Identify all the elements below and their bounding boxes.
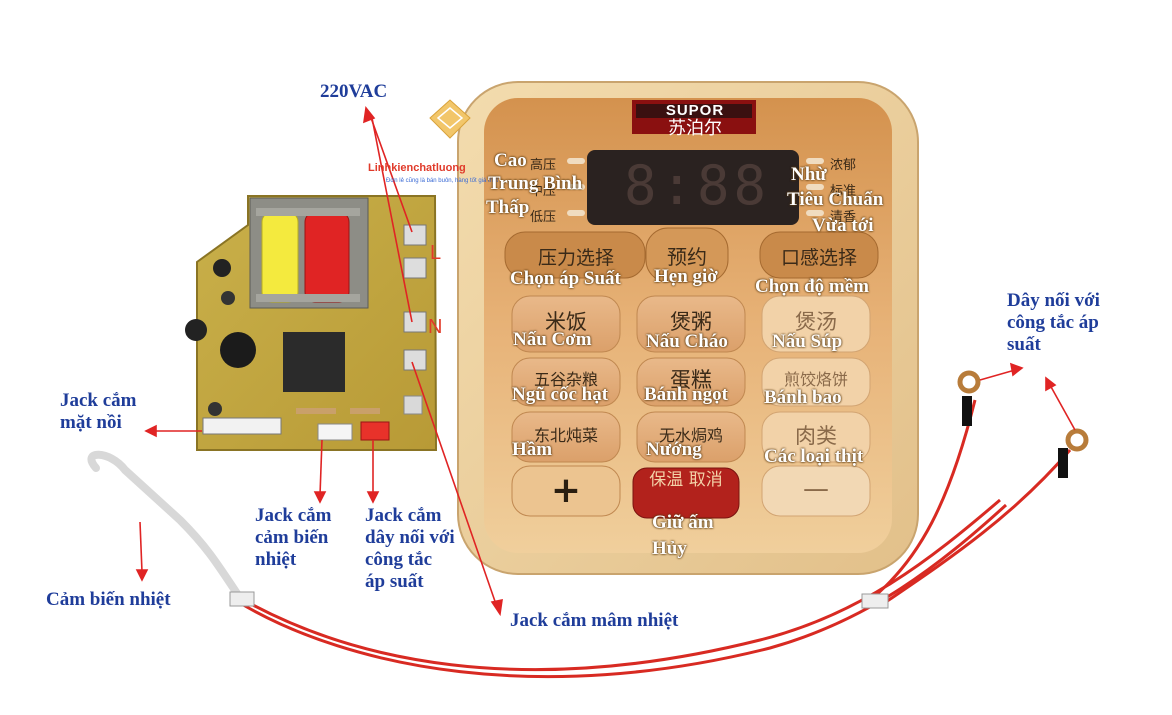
label-ham: Hầm	[512, 439, 553, 460]
label-nau-sup: Nấu Súp	[772, 331, 843, 352]
rice-button[interactable]: 米饭	[545, 310, 587, 334]
display-digits: 8:88	[623, 154, 771, 217]
label-sensor: Cảm biến nhiệt	[46, 589, 171, 610]
cake-button[interactable]: 蛋糕	[670, 368, 712, 392]
cn-taste-thick: 浓郁	[830, 158, 857, 173]
meat-button[interactable]: 肉类	[795, 424, 837, 448]
cn-taste-fragrant: 清香	[830, 210, 857, 225]
brand-logo-latin: SUPOR	[665, 102, 725, 119]
label-face-jack: Jack cắm mặt nồi	[60, 390, 137, 433]
label-nau-chao: Nấu Cháo	[646, 331, 728, 352]
taste-select-button[interactable]: 口感选择	[780, 247, 857, 269]
label-pressure-wire: Dây nối với công tắc áp suất	[1007, 290, 1100, 355]
preset-button[interactable]: 预约	[667, 245, 707, 269]
label-hen-gio: Hẹn giờ	[654, 266, 718, 287]
keep-warm-cancel-button[interactable]: 保温 取消	[649, 470, 723, 490]
label-cao: Cao	[494, 150, 527, 171]
annotation-arrows	[135, 106, 1076, 617]
cn-taste-standard: 标准	[830, 184, 857, 199]
label-trung-binh: Trung Bình	[488, 173, 583, 194]
plus-button[interactable]: +	[550, 470, 582, 511]
label-thap: Thấp	[486, 197, 530, 218]
control-pcb	[185, 195, 438, 451]
terminal-n-mark: N	[428, 316, 443, 338]
label-sensor-jack: Jack cắm cảm biến nhiệt	[255, 505, 332, 570]
soup-button[interactable]: 煲汤	[795, 310, 837, 334]
label-vua-toi: Vừa tới	[812, 215, 874, 236]
label-nhu: Nhừ	[791, 164, 827, 185]
label-nuong: Nướng	[646, 439, 702, 460]
control-panel	[457, 81, 919, 575]
watermark-logo	[429, 99, 471, 139]
label-banh-bao: Bánh bao	[764, 387, 842, 408]
sensor-wires	[87, 370, 1089, 679]
brand-logo-cn: 苏泊尔	[668, 118, 722, 139]
grains-button[interactable]: 五谷杂粮	[533, 370, 598, 389]
porridge-button[interactable]: 煲粥	[670, 310, 712, 334]
minus-button[interactable]: —	[803, 474, 829, 504]
label-tieu-chuan: Tiêu Chuẩn	[787, 189, 884, 210]
stew-button[interactable]: 东北炖菜	[533, 426, 598, 445]
label-giu-am: Giữ ấm	[652, 512, 714, 533]
cn-pressure-low: 低压	[530, 210, 557, 225]
label-pressure-jack: Jack cắm dây nối với công tắc áp suất	[365, 505, 455, 592]
dumplings-button[interactable]: 煎饺烙饼	[783, 370, 848, 389]
label-banh-ngot: Bánh ngọt	[644, 384, 728, 405]
label-cac-loai-thit: Các loại thịt	[764, 446, 864, 467]
cn-pressure-mid: 中压	[530, 184, 557, 199]
watermark-site: Linhkienchatluong	[368, 162, 466, 174]
terminal-l-mark: L	[430, 242, 442, 264]
label-chon-do-mem: Chọn độ mềm	[755, 276, 870, 297]
label-chon-ap-suat: Chọn áp Suất	[510, 268, 621, 289]
label-ngu-coc: Ngũ cốc hạt	[512, 384, 609, 405]
label-huy: Hủy	[652, 538, 687, 559]
cn-pressure-high: 高压	[530, 158, 557, 173]
watermark-tagline: Đơn lẻ cũng là bán buôn, hàng tốt giá th…	[386, 178, 499, 184]
pressure-select-button[interactable]: 压力选择	[537, 247, 614, 269]
label-220vac: 220VAC	[320, 81, 388, 102]
label-nau-com: Nấu Cơm	[513, 329, 592, 350]
roast-button[interactable]: 无水焗鸡	[658, 426, 723, 445]
label-plate-jack: Jack cắm mâm nhiệt	[510, 610, 679, 631]
